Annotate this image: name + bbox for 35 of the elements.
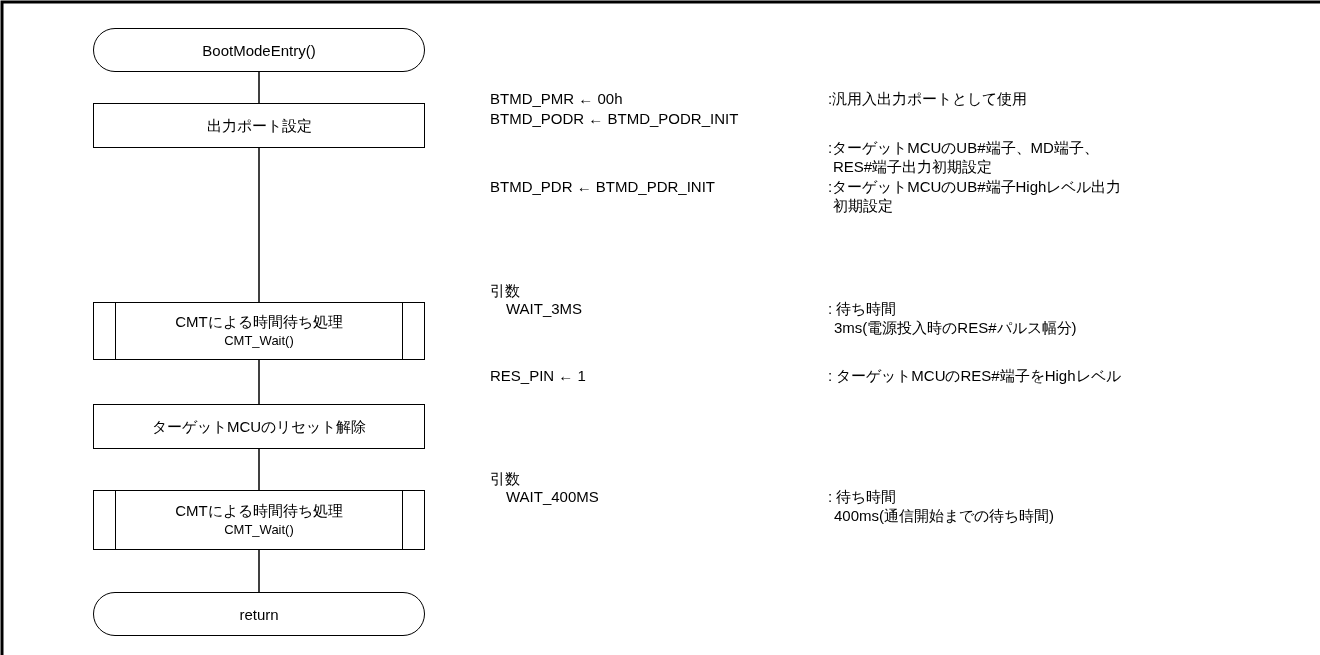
comment-text: 400ms(通信開始までの待ち時間) (834, 506, 1054, 525)
terminal-box (93, 592, 425, 636)
connector-line (258, 147, 260, 303)
comment-text: : 待ち時間 (828, 299, 897, 318)
connector-line (258, 71, 260, 104)
subroutine-box (93, 302, 425, 360)
terminal-box (93, 28, 425, 72)
function-name: CMT_Wait() (224, 521, 294, 539)
code-text: RES_PIN ← 1 (490, 366, 586, 385)
box-label: return (239, 604, 279, 624)
comment-text: :汎用入出力ポートとして使用 (828, 89, 1028, 108)
connector-line (258, 549, 260, 593)
code-text: BTMD_PDR ← BTMD_PDR_INIT (490, 177, 716, 196)
comment-text: 3ms(電源投入時のRES#パルス幅分) (834, 318, 1077, 337)
box-label: 出力ポート設定 (206, 116, 312, 135)
comment-text: : ターゲットMCUのRES#端子をHighレベル (828, 366, 1121, 385)
connector-line (258, 448, 260, 491)
code-text: WAIT_400MS (506, 487, 599, 506)
box-label: BootModeEntry() (202, 40, 316, 60)
code-text: BTMD_PODR ← BTMD_PODR_INIT (490, 109, 739, 128)
function-name: CMT_Wait() (224, 332, 294, 350)
code-text: WAIT_3MS (506, 299, 583, 318)
connector-line (258, 359, 260, 405)
box-label: CMTによる時間待ち処理 (175, 501, 343, 520)
process-box (93, 103, 425, 148)
heading-text: 引数 (490, 281, 520, 300)
process-box (93, 404, 425, 449)
heading-text: 引数 (490, 469, 520, 488)
code-text: BTMD_PMR ← 00h (490, 89, 623, 108)
comment-text: :ターゲットMCUのUB#端子、MD端子、RES#端子出力初期設定 (828, 138, 1100, 176)
comment-text: :ターゲットMCUのUB#端子Highレベル出力初期設定 (828, 177, 1123, 215)
comment-text: : 待ち時間 (828, 487, 897, 506)
box-label: ターゲットMCUのリセット解除 (151, 417, 367, 436)
box-label: CMTによる時間待ち処理 (175, 312, 343, 331)
subroutine-box (93, 490, 425, 550)
